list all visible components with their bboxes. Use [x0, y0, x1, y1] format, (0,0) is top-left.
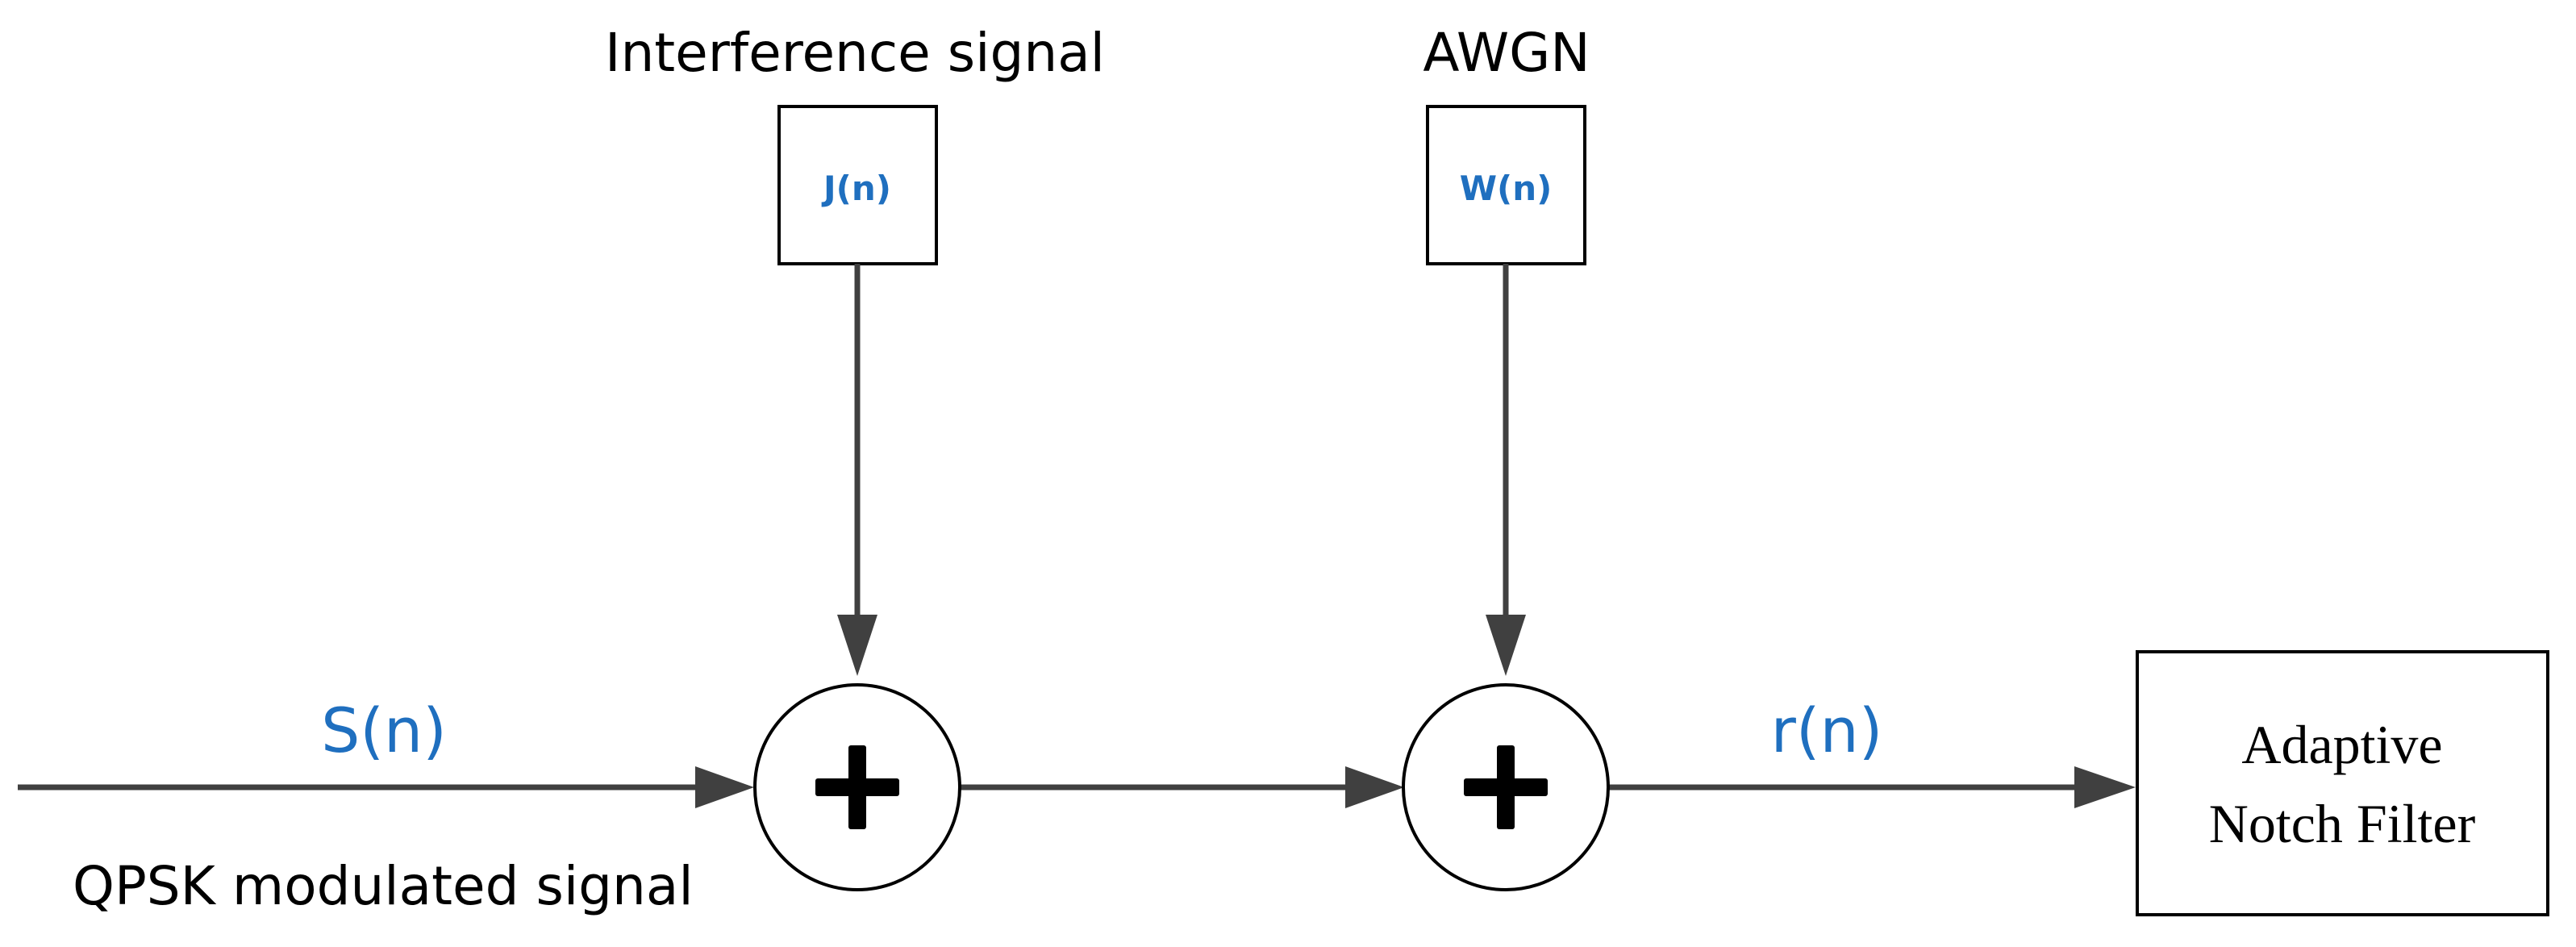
- output-signal-label: r(n): [1771, 695, 1883, 766]
- input-description: QPSK modulated signal: [73, 855, 694, 917]
- interference-title: Interference signal: [605, 22, 1105, 84]
- filter-label-line1: Adaptive: [2241, 714, 2442, 775]
- interference-box-label: J(n): [821, 169, 891, 208]
- input-arrowhead: [695, 766, 754, 808]
- awgn-title: AWGN: [1423, 22, 1590, 84]
- input-signal-label: S(n): [321, 695, 447, 766]
- adaptive-notch-filter-box: [2136, 650, 2549, 916]
- summer-2-plus-icon: [1464, 745, 1548, 829]
- noise-box-label: W(n): [1460, 169, 1553, 208]
- noise-arrowhead: [1486, 615, 1526, 676]
- summer-1-plus-icon: [815, 745, 899, 829]
- noise-box: [1426, 105, 1586, 265]
- middle-arrowhead: [1345, 766, 1404, 808]
- filter-label-line2: Notch Filter: [2209, 793, 2476, 854]
- interference-box: [777, 105, 938, 265]
- interference-arrowhead: [837, 615, 877, 676]
- output-arrowhead: [2074, 766, 2136, 808]
